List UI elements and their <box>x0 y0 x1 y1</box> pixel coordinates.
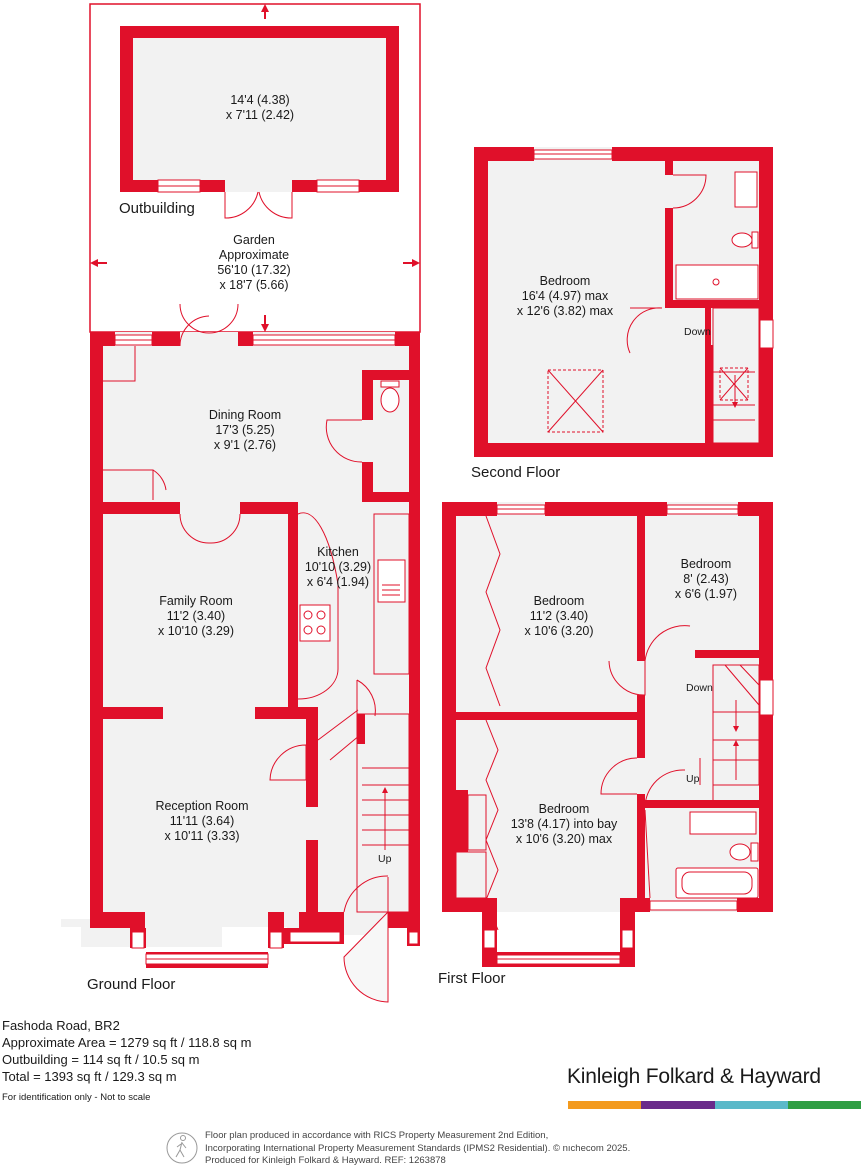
disclaimer: For identification only - Not to scale <box>2 1092 151 1103</box>
second-floor-label: Second Floor <box>471 464 560 481</box>
ground-stairs-up: Up <box>378 853 392 865</box>
garden-dim-1: 56'10 (17.32) <box>217 263 290 277</box>
brand-bar-orange <box>568 1101 641 1109</box>
outbuilding <box>120 26 399 219</box>
first-stairs-down: Down <box>686 682 713 694</box>
garden-dim-2: x 18'7 (5.66) <box>219 278 288 292</box>
outbuilding-dim-2: x 7'11 (2.42) <box>226 108 294 122</box>
second-bedroom-name: Bedroom <box>540 274 591 288</box>
first-bedroom-a-dim-1: 11'2 (3.40) <box>530 609 588 623</box>
total-area: Total = 1393 sq ft / 129.3 sq m <box>2 1069 177 1084</box>
first-bedroom-b-dim-1: 8' (2.43) <box>683 572 728 586</box>
kitchen-dim-2: x 6'4 (1.94) <box>307 575 369 589</box>
family-room-name: Family Room <box>159 594 233 608</box>
outbuilding-label: Outbuilding <box>119 200 195 217</box>
legal-line-1: Floor plan produced in accordance with R… <box>205 1130 549 1141</box>
reception-room-dim-1: 11'11 (3.64) <box>170 814 234 828</box>
brand-name: Kinleigh Folkard & Hayward <box>567 1065 821 1088</box>
nichecom-walker-icon <box>166 1132 198 1164</box>
outbuilding-area: Outbuilding = 114 sq ft / 10.5 sq m <box>2 1052 200 1067</box>
property-info: Fashoda Road, BR2 Approximate Area = 127… <box>2 1017 251 1106</box>
brand-bar-purple <box>641 1101 715 1109</box>
legal-line-2: Incorporating International Property Mea… <box>205 1142 631 1154</box>
second-floor <box>474 147 774 457</box>
reception-room-dim-2: x 10'11 (3.33) <box>164 829 239 843</box>
address: Fashoda Road, BR2 <box>2 1018 120 1033</box>
ground-floor <box>61 303 420 1003</box>
outbuilding-dim-1: 14'4 (4.38) <box>230 93 289 107</box>
first-bedroom-c-name: Bedroom <box>539 802 590 816</box>
brand-bar-green <box>788 1101 861 1109</box>
brand-bar-teal <box>715 1101 788 1109</box>
first-bedroom-b-name: Bedroom <box>681 557 732 571</box>
reception-room-name: Reception Room <box>155 799 248 813</box>
labels: 14'4 (4.38) x 7'11 (2.42) Outbuilding Ga… <box>87 93 737 993</box>
second-bedroom-dim-1: 16'4 (4.97) max <box>522 289 609 303</box>
ground-floor-label: Ground Floor <box>87 976 175 993</box>
first-bedroom-c-dim-1: 13'8 (4.17) into bay <box>511 817 618 831</box>
family-room-dim-1: 11'2 (3.40) <box>167 609 225 623</box>
first-floor-label: First Floor <box>438 970 506 987</box>
first-stairs-up: Up <box>686 773 700 785</box>
garden-name: Garden <box>233 233 275 247</box>
first-bedroom-a-dim-2: x 10'6 (3.20) <box>524 624 593 638</box>
legal-notice: Floor plan produced in accordance with R… <box>205 1130 630 1168</box>
approximate-area: Approximate Area = 1279 sq ft / 118.8 sq… <box>2 1035 252 1050</box>
second-stairs-down: Down <box>684 326 711 338</box>
garden-arrows <box>90 4 420 332</box>
garden-approx: Approximate <box>219 248 289 262</box>
first-bedroom-a-name: Bedroom <box>534 594 585 608</box>
kitchen-dim-1: 10'10 (3.29) <box>305 560 371 574</box>
dining-room-dim-2: x 9'1 (2.76) <box>214 438 276 452</box>
family-room-dim-2: x 10'10 (3.29) <box>158 624 234 638</box>
first-bedroom-b-dim-2: x 6'6 (1.97) <box>675 587 737 601</box>
dining-room-name: Dining Room <box>209 408 281 422</box>
first-floor <box>442 502 774 967</box>
first-bedroom-c-dim-2: x 10'6 (3.20) max <box>516 832 613 846</box>
legal-line-3: Produced for Kinleigh Folkard & Hayward.… <box>205 1155 446 1166</box>
second-bedroom-dim-2: x 12'6 (3.82) max <box>517 304 614 318</box>
dining-room-dim-1: 17'3 (5.25) <box>215 423 274 437</box>
kitchen-name: Kitchen <box>317 545 359 559</box>
